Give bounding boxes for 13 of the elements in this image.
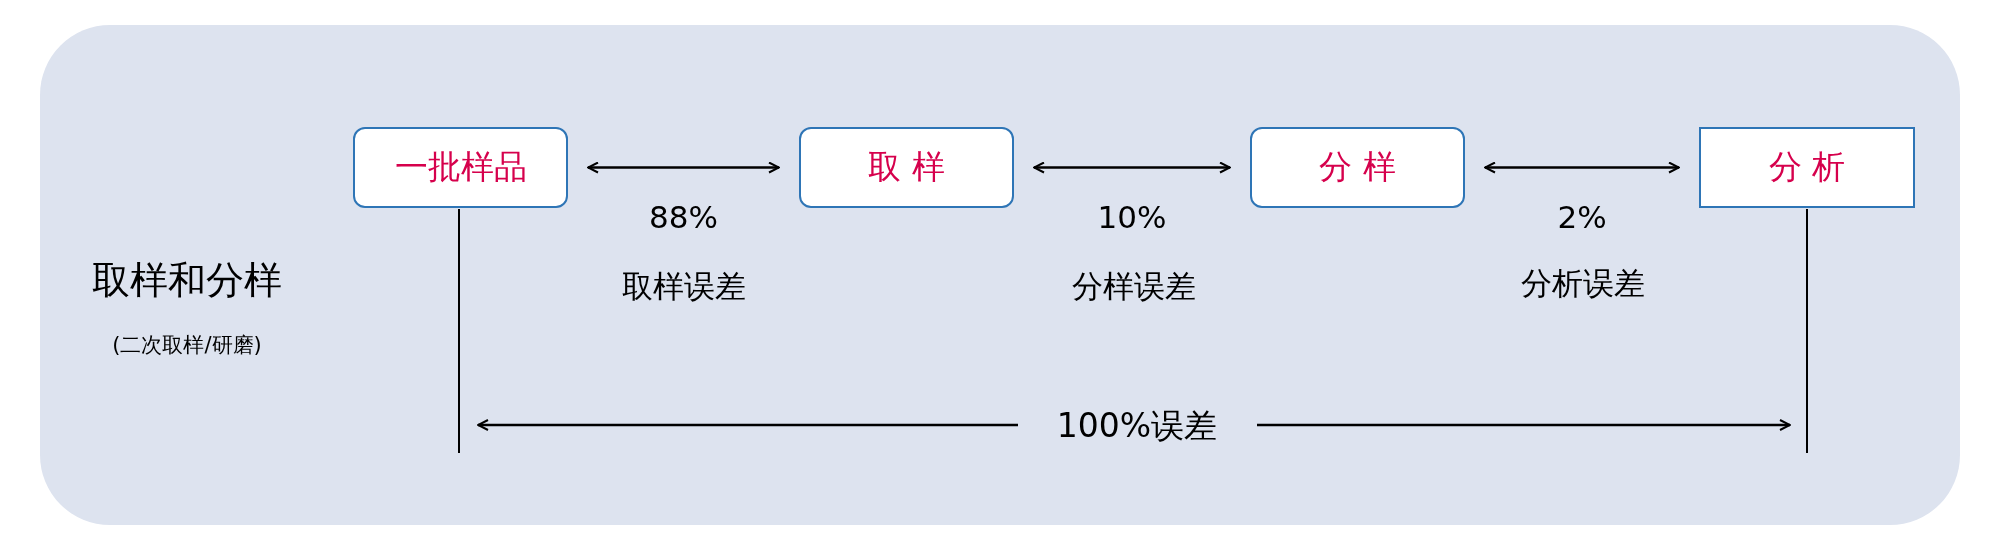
process-box: 一批样品 bbox=[353, 127, 568, 208]
arrow bbox=[1033, 161, 1231, 174]
process-box: 分 样 bbox=[1250, 127, 1465, 208]
process-box: 分 析 bbox=[1699, 127, 1915, 208]
total-error-label: 100%误差 bbox=[1056, 404, 1218, 447]
arrow bbox=[587, 161, 780, 174]
process-box: 取 样 bbox=[799, 127, 1014, 208]
error-label: 分样误差 bbox=[1072, 267, 1196, 306]
arrow bbox=[1484, 161, 1680, 174]
subheading: (二次取样/研磨) bbox=[112, 332, 262, 359]
error-label: 取样误差 bbox=[622, 267, 746, 306]
error-label: 分析误差 bbox=[1521, 264, 1645, 303]
heading: 取样和分样 bbox=[92, 256, 282, 304]
